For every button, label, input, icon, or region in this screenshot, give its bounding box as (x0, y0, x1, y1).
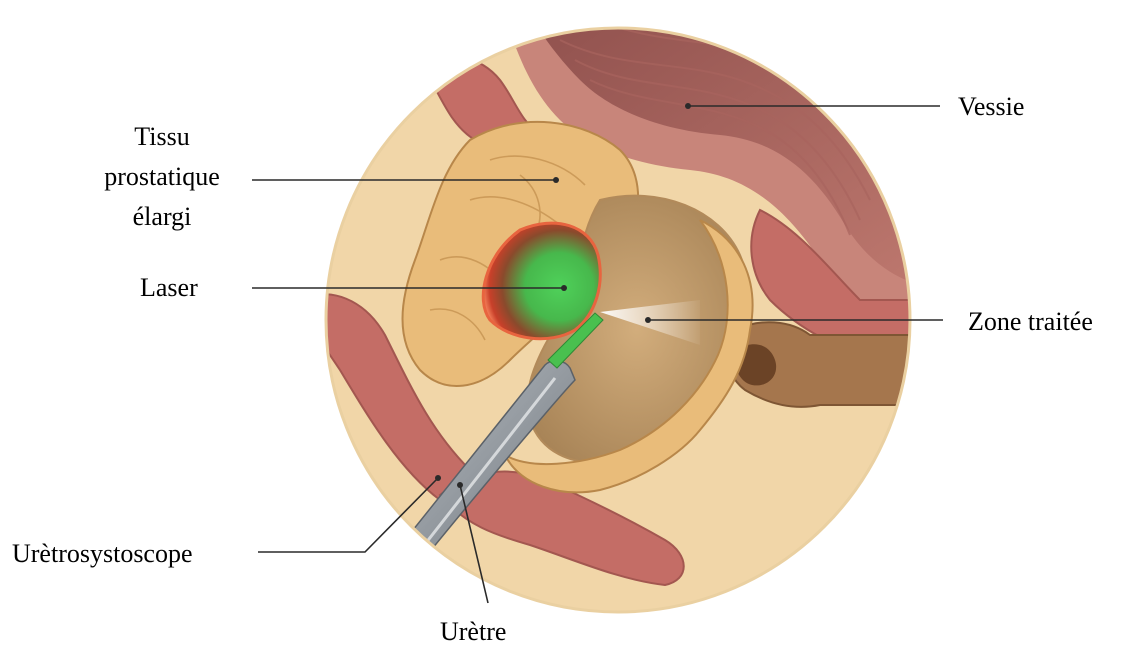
label-uretre: Urètre (440, 617, 506, 646)
label-tissu-line2: prostatique (104, 162, 220, 191)
label-zone-traitee: Zone traitée (968, 307, 1093, 336)
label-laser: Laser (140, 273, 198, 302)
label-uretrosystoscope: Urètrosystoscope (12, 539, 193, 568)
label-tissu-line1: Tissu (134, 122, 189, 151)
label-vessie: Vessie (958, 92, 1024, 121)
label-tissu-line3: élargi (133, 202, 192, 231)
